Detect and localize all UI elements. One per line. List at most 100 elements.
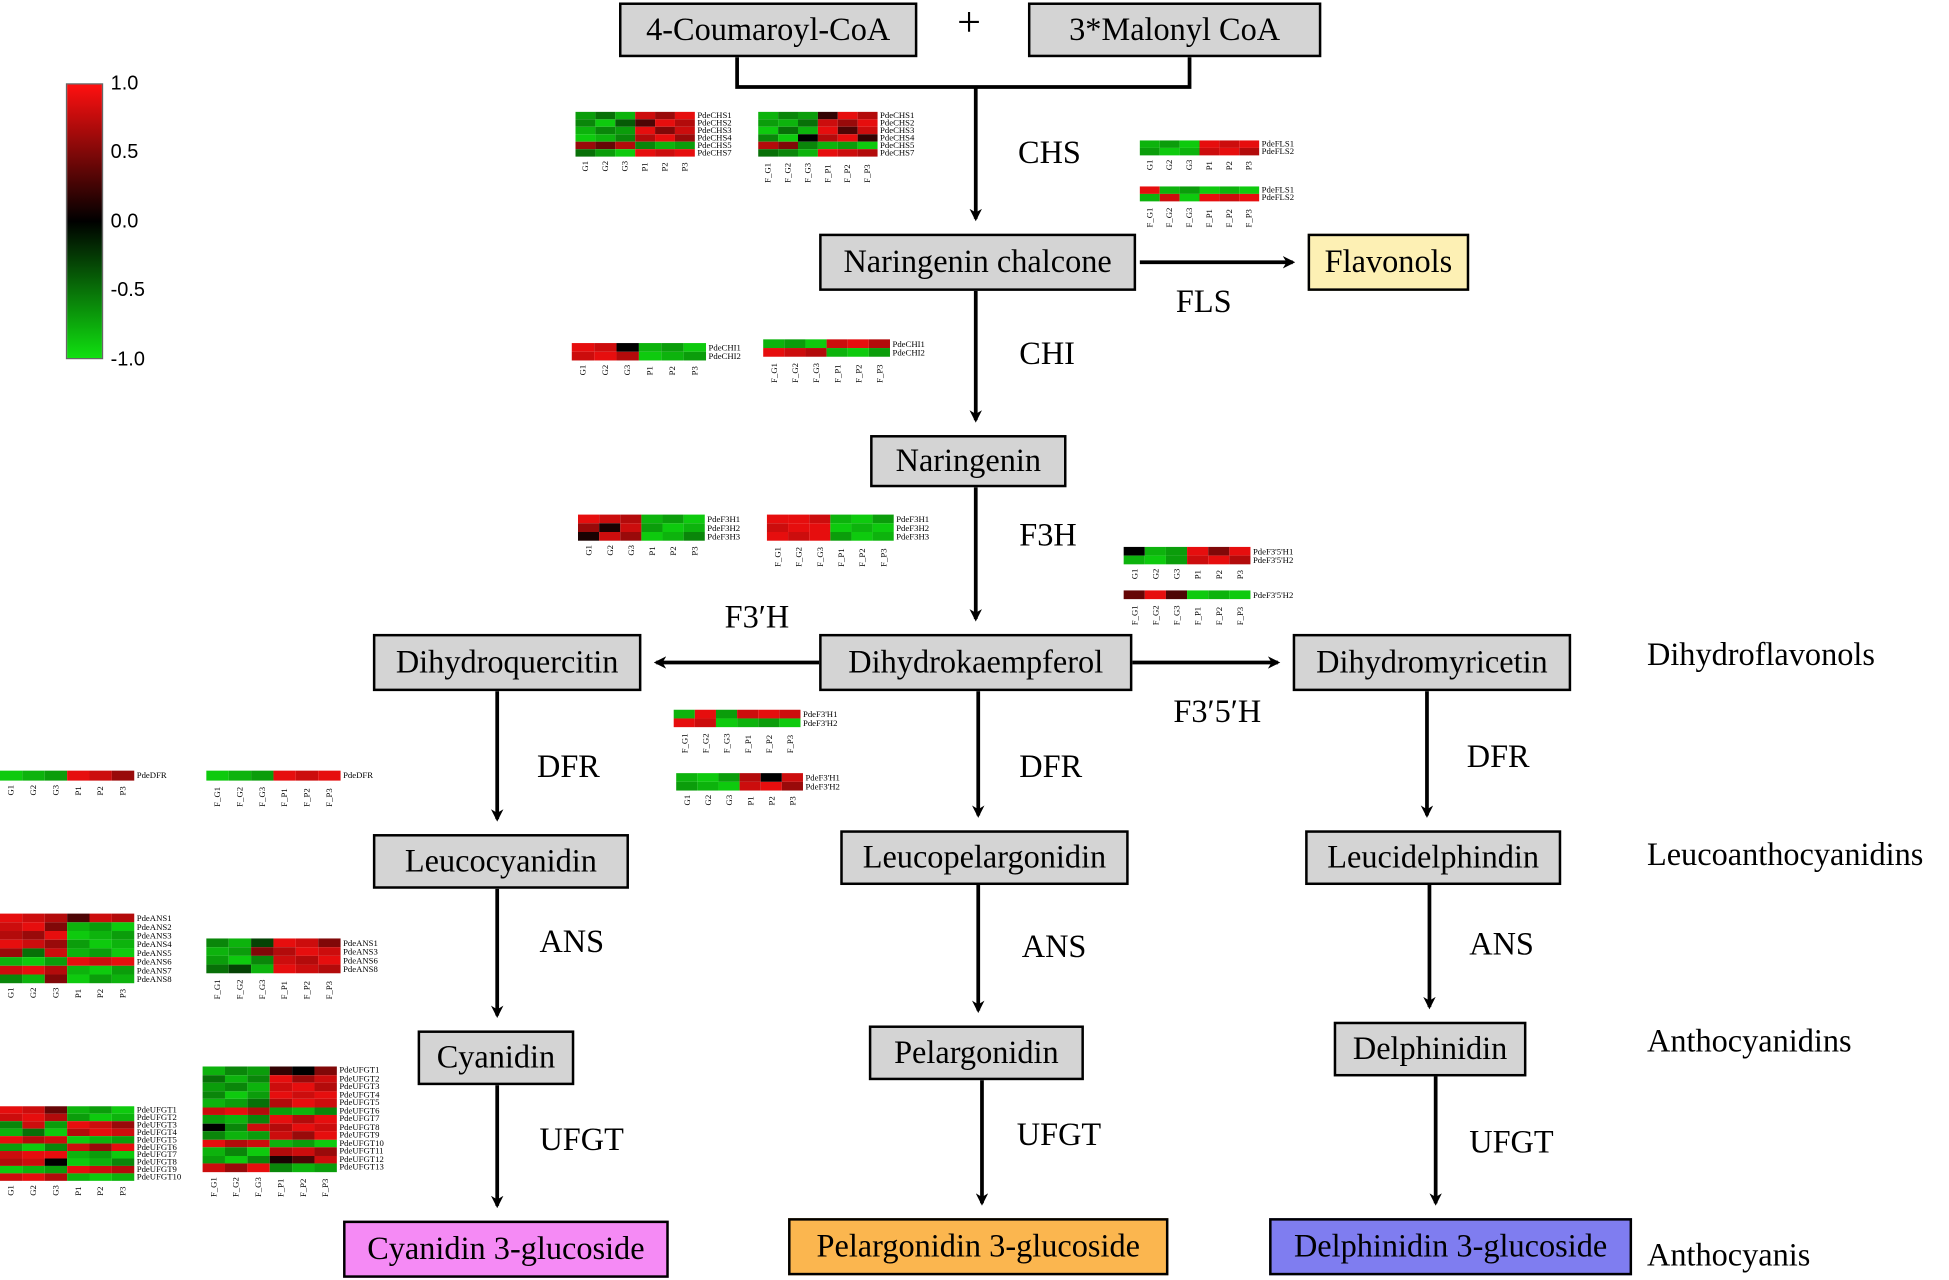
heatmap-gene-label: PdeUFGT10 — [339, 1138, 384, 1149]
heatmap-column-label: G2 — [28, 987, 39, 999]
heatmap-cell — [798, 119, 818, 127]
heatmap-column-label: G1 — [6, 987, 17, 999]
heatmap-cell — [577, 514, 600, 524]
heatmap-cell — [202, 1090, 225, 1099]
heatmap-gene-label: PdeUFGT5 — [339, 1097, 380, 1108]
heatmap-column-label: F_G2 — [234, 786, 245, 807]
heatmap-cell — [857, 134, 878, 142]
node-malonyl-coa: 3*Malonyl CoA — [1027, 2, 1322, 58]
heatmap-cell — [269, 1106, 293, 1115]
heatmap-cell — [798, 149, 818, 157]
heatmap-gene-label: PdeUFGT6 — [136, 1142, 177, 1153]
heatmap-cell — [228, 947, 252, 956]
heatmap-cell — [314, 1090, 337, 1099]
heatmap-cell — [817, 141, 838, 150]
heatmap-gene-label: PdeF3'H2 — [805, 781, 840, 792]
heatmap-cell — [595, 134, 616, 142]
heatmap-cell — [247, 1082, 270, 1091]
heatmap-cell — [314, 1098, 337, 1107]
heatmap-cell — [295, 947, 319, 956]
node-delphinidin: Delphinidin — [1333, 1021, 1527, 1077]
heatmap-cell — [837, 111, 858, 120]
enzyme-f35-h: F3′5′H — [1173, 693, 1262, 730]
heatmap-gene-label: PdeCHS3 — [697, 125, 732, 136]
heatmap-cell — [67, 1143, 90, 1152]
heatmap-cell — [89, 965, 112, 975]
heatmap-cell — [778, 126, 799, 135]
heatmap-cell — [44, 1151, 68, 1159]
heatmap-column-label: F_G2 — [783, 162, 794, 183]
heatmap-cell — [67, 913, 90, 923]
heatmap-cell — [778, 141, 799, 150]
node-leucopelargonidin: Leucopelargonidin — [840, 830, 1129, 886]
heatmap-column-label: F_G2 — [234, 979, 245, 1000]
heatmap-cell — [22, 770, 45, 781]
heatmap-column-label: G3 — [50, 1185, 61, 1197]
heatmap-cell — [1165, 590, 1188, 600]
enzyme-fls: FLS — [1175, 283, 1232, 320]
heatmap-cell — [817, 111, 838, 120]
heatmap-cell — [111, 922, 135, 932]
heatmap-cell — [67, 1121, 90, 1129]
heatmap-column-label: P1 — [73, 786, 84, 797]
heatmap-column-label: G3 — [1171, 569, 1182, 580]
heatmap-column-label: P1 — [745, 796, 756, 806]
heatmap-cell — [868, 348, 890, 357]
heatmap-cell — [594, 343, 617, 352]
heatmap-cell — [292, 1066, 315, 1075]
heatmap-cell — [44, 922, 68, 932]
heatmap-cell — [0, 1106, 23, 1114]
heatmap-cell — [314, 1114, 337, 1124]
heatmap-cell — [1179, 140, 1200, 148]
heatmap-column-label: F_G1 — [1144, 207, 1155, 228]
heatmap-column-label: F_G3 — [802, 162, 813, 183]
enzyme-ufgt-mid: UFGT — [1016, 1116, 1102, 1153]
color-scale-bar — [65, 83, 104, 360]
heatmap-cell — [44, 948, 68, 958]
node-dihydromyricetin: Dihydromyricetin — [1292, 633, 1572, 692]
heatmap-cell — [0, 939, 23, 949]
heatmap-cell — [615, 149, 636, 157]
heatmap-cell — [599, 523, 621, 533]
heatmap-cell — [1199, 193, 1220, 202]
heatmap-gene-label: PdeANS8 — [343, 963, 378, 974]
heatmap-cell — [674, 126, 695, 135]
heatmap-cell — [620, 532, 642, 541]
heatmap-cell — [1123, 546, 1145, 556]
heatmap-cell — [778, 149, 799, 157]
heatmap-column-label: G1 — [681, 795, 692, 806]
heatmap-cell — [837, 141, 858, 150]
heatmap-cell — [1159, 186, 1180, 194]
heatmap-cell — [22, 1165, 45, 1174]
heatmap-cell — [273, 955, 296, 965]
heatmap-cell — [111, 1158, 135, 1166]
heatmap-cell — [273, 938, 296, 948]
heatmap-cell — [661, 343, 684, 352]
heatmap-gene-label: PdeCHS4 — [697, 133, 732, 143]
heatmap-cell — [620, 514, 642, 524]
heatmap-cell — [44, 1136, 68, 1144]
heatmap-cell — [868, 339, 890, 349]
heatmap-column-label: F_G2 — [793, 546, 804, 567]
heatmap-cell — [798, 141, 818, 150]
heatmap-cell — [577, 523, 600, 533]
heatmap-gene-label: PdeUFGT9 — [136, 1164, 177, 1175]
merge-connector — [735, 57, 1192, 89]
heatmap-cell — [269, 1098, 293, 1107]
heatmap-cell — [44, 939, 68, 949]
heatmap-gene-label: PdeF3'5'H2 — [1252, 554, 1294, 565]
heatmap-cell — [251, 955, 274, 965]
heatmap-cell — [826, 339, 848, 349]
heatmap-cell — [817, 149, 838, 157]
heatmap-cell — [781, 781, 803, 791]
heatmap-column-label: P3 — [689, 366, 700, 376]
node-cyanidin: Cyanidin — [417, 1030, 575, 1086]
heatmap-cell — [314, 1082, 337, 1091]
heatmap-cell — [737, 709, 759, 719]
heatmap-cell — [778, 111, 799, 120]
heatmap-cell — [1229, 555, 1251, 565]
heatmap-cell — [67, 948, 90, 958]
